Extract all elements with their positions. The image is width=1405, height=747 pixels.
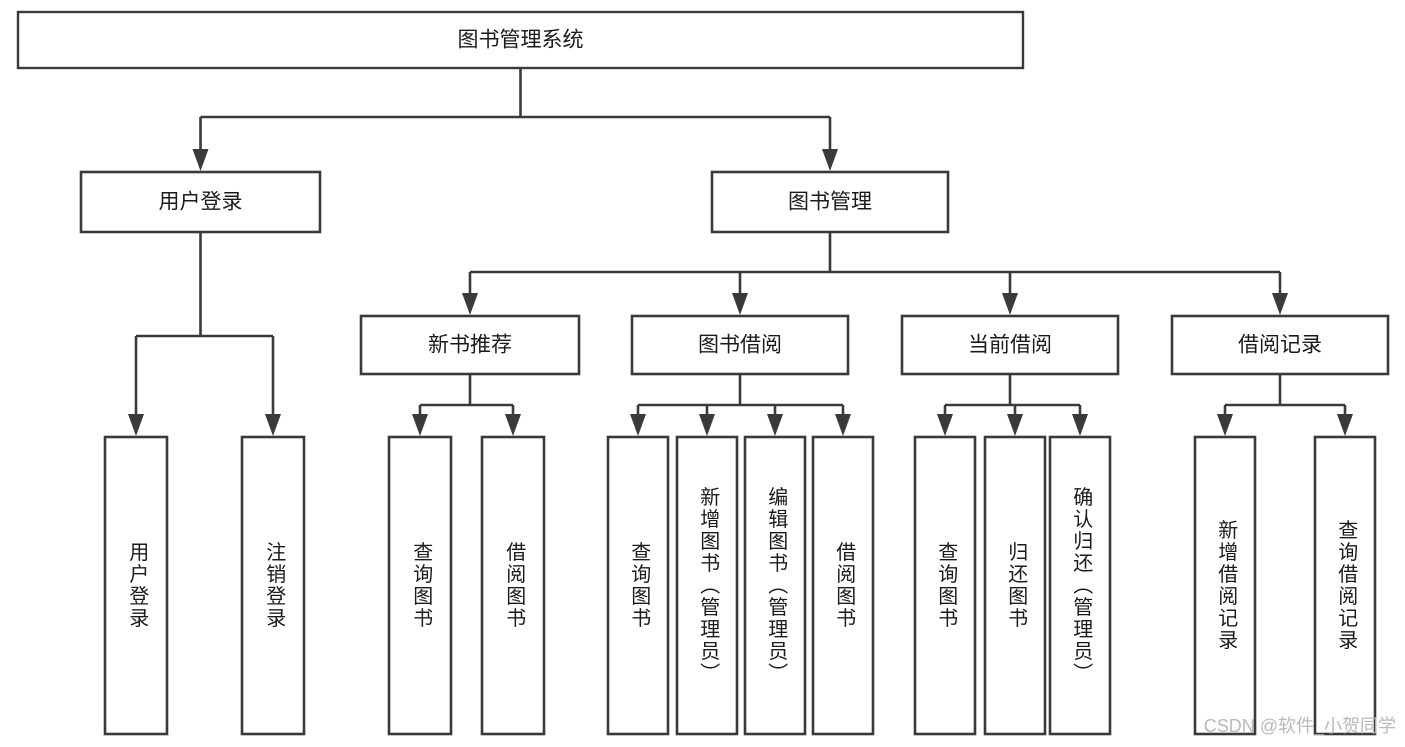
- node-box-book-manage[interactable]: [710, 170, 950, 234]
- connector-layer: [128, 68, 1353, 436]
- node-label-current-borrow: 当前借阅: [968, 334, 1052, 357]
- node-label-leaf-query-book-2: 查询图书: [628, 541, 651, 629]
- node-box-leaf-add-record[interactable]: [1193, 435, 1257, 736]
- node-box-leaf-confirm-return[interactable]: [1048, 435, 1112, 736]
- node-leaf-edit-book[interactable]: 编辑图书（管理员）: [743, 435, 807, 736]
- connector-group-user-login: [128, 232, 281, 436]
- node-user-login[interactable]: 用户登录: [79, 170, 322, 234]
- node-box-leaf-query-book-3[interactable]: [913, 435, 977, 736]
- node-box-leaf-borrow-book-1[interactable]: [480, 435, 546, 736]
- node-label-book-borrow: 图书借阅: [698, 334, 782, 357]
- node-label-leaf-logout: 注销登录: [263, 541, 286, 629]
- node-leaf-query-record[interactable]: 查询借阅记录: [1313, 435, 1377, 736]
- node-box-new-book-rec[interactable]: [359, 314, 581, 376]
- node-box-leaf-borrow-book-2[interactable]: [811, 435, 875, 736]
- node-label-leaf-query-book-1: 查询图书: [410, 541, 433, 629]
- node-box-root[interactable]: [16, 10, 1025, 70]
- connector-group-borrow-record: [1217, 374, 1353, 436]
- node-box-leaf-add-book[interactable]: [675, 435, 739, 736]
- node-root[interactable]: 图书管理系统: [16, 10, 1025, 70]
- node-leaf-query-book-1[interactable]: 查询图书: [387, 435, 453, 736]
- node-label-leaf-user-login: 用户登录: [126, 542, 149, 630]
- node-label-book-manage: 图书管理: [788, 191, 872, 214]
- node-label-user-login: 用户登录: [159, 191, 243, 214]
- node-book-manage[interactable]: 图书管理: [710, 170, 950, 234]
- node-leaf-logout[interactable]: 注销登录: [240, 435, 306, 736]
- node-leaf-add-book[interactable]: 新增图书（管理员）: [675, 435, 739, 736]
- node-leaf-query-book-3[interactable]: 查询图书: [913, 435, 977, 736]
- node-leaf-query-book-2[interactable]: 查询图书: [606, 435, 670, 736]
- connector-group-new-book-rec: [412, 374, 521, 436]
- node-box-leaf-return-book[interactable]: [983, 435, 1047, 736]
- node-label-leaf-edit-book: 编辑图书（管理员）: [765, 486, 788, 684]
- node-label-leaf-confirm-return: 确认归还（管理员）: [1070, 486, 1093, 684]
- node-leaf-borrow-book-1[interactable]: 借阅图书: [480, 435, 546, 736]
- connector-group-book-manage: [462, 232, 1288, 315]
- node-box-leaf-logout[interactable]: [240, 435, 306, 736]
- node-box-leaf-query-record[interactable]: [1313, 435, 1377, 736]
- node-layer: 图书管理系统用户登录图书管理新书推荐图书借阅当前借阅借阅记录用户登录注销登录查询…: [16, 10, 1390, 736]
- node-box-leaf-user-login[interactable]: [103, 435, 169, 736]
- node-box-current-borrow[interactable]: [900, 314, 1120, 376]
- node-box-borrow-record[interactable]: [1170, 314, 1390, 376]
- node-borrow-record[interactable]: 借阅记录: [1170, 314, 1390, 376]
- node-box-user-login[interactable]: [79, 170, 322, 234]
- node-label-root: 图书管理系统: [458, 29, 584, 52]
- node-label-leaf-borrow-book-2: 借阅图书: [833, 541, 856, 629]
- node-leaf-borrow-book-2[interactable]: 借阅图书: [811, 435, 875, 736]
- node-label-leaf-add-record: 新增借阅记录: [1215, 519, 1238, 651]
- node-label-leaf-return-book: 归还图书: [1005, 541, 1028, 629]
- node-new-book-rec[interactable]: 新书推荐: [359, 314, 581, 376]
- node-box-leaf-edit-book[interactable]: [743, 435, 807, 736]
- node-box-book-borrow[interactable]: [630, 314, 850, 376]
- node-leaf-user-login[interactable]: 用户登录: [103, 435, 169, 736]
- node-label-borrow-record: 借阅记录: [1238, 334, 1322, 357]
- node-box-leaf-query-book-1[interactable]: [387, 435, 453, 736]
- node-label-leaf-borrow-book-1: 借阅图书: [503, 541, 526, 629]
- node-label-leaf-query-book-3: 查询图书: [935, 541, 958, 629]
- connector-group-root: [192, 68, 838, 171]
- node-box-leaf-query-book-2[interactable]: [606, 435, 670, 736]
- node-leaf-confirm-return[interactable]: 确认归还（管理员）: [1048, 435, 1112, 736]
- node-label-new-book-rec: 新书推荐: [428, 334, 512, 357]
- connector-group-current-borrow: [937, 374, 1088, 436]
- node-leaf-return-book[interactable]: 归还图书: [983, 435, 1047, 736]
- node-leaf-add-record[interactable]: 新增借阅记录: [1193, 435, 1257, 736]
- node-label-leaf-query-record: 查询借阅记录: [1335, 519, 1358, 651]
- csdn-watermark: CSDN @软件_小贺同学: [1204, 716, 1396, 737]
- node-current-borrow[interactable]: 当前借阅: [900, 314, 1120, 376]
- node-book-borrow[interactable]: 图书借阅: [630, 314, 850, 376]
- node-label-leaf-add-book: 新增图书（管理员）: [697, 486, 720, 684]
- connector-group-book-borrow: [630, 374, 851, 436]
